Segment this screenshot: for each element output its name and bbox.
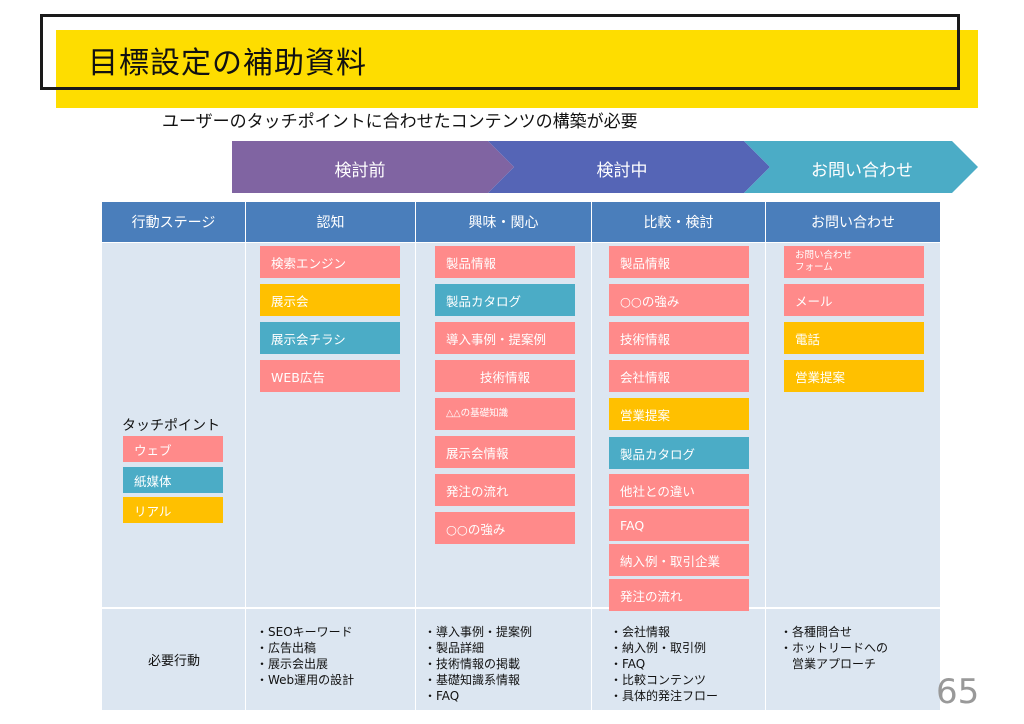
header-interest: 興味・関心: [416, 202, 592, 242]
touchpoint-tag: 展示会チラシ: [260, 322, 400, 354]
required-list: ・会社情報 ・納入例・取引例 ・FAQ ・比較コンテンツ ・具体的発注フロー: [610, 625, 719, 703]
touchpoint-label: タッチポイント: [122, 418, 220, 434]
header-comparison: 比較・検討: [592, 202, 766, 242]
page-title: 目標設定の補助資料: [88, 46, 367, 81]
touchpoint-tag: △△の基礎知識: [435, 398, 575, 430]
touchpoint-tag: 展示会: [260, 284, 400, 316]
touchpoint-tag: 納入例・取引企業: [609, 544, 749, 576]
required-cell-interest: [416, 609, 592, 710]
touchpoint-cell-stage: [102, 243, 246, 607]
header-stage: 行動ステージ: [102, 202, 246, 242]
touchpoint-tag: 技術情報: [435, 360, 575, 392]
required-cell-inquiry: [766, 609, 940, 710]
phase-label-1: 検討前: [334, 161, 386, 181]
touchpoint-tag: 発注の流れ: [609, 579, 749, 611]
touchpoint-tag: ○○の強み: [609, 284, 749, 316]
required-list: ・各種問合せ ・ホットリードへの 営業アプローチ: [780, 625, 889, 671]
touchpoint-tag: 製品情報: [609, 246, 749, 278]
touchpoint-tag: 電話: [784, 322, 924, 354]
legend-real: リアル: [123, 497, 223, 523]
touchpoint-tag: お問い合わせ フォーム: [784, 246, 924, 278]
touchpoint-tag: 技術情報: [609, 322, 749, 354]
required-cell-awareness: [246, 609, 416, 710]
touchpoint-tag: 製品カタログ: [435, 284, 575, 316]
touchpoint-tag: 発注の流れ: [435, 474, 575, 506]
title-bar: [56, 30, 978, 108]
subtitle: ユーザーのタッチポイントに合わせたコンテンツの構築が必要: [162, 112, 638, 132]
touchpoint-tag: WEB広告: [260, 360, 400, 392]
phase-label-2: 検討中: [596, 161, 648, 181]
touchpoint-tag: 製品カタログ: [609, 437, 749, 469]
touchpoint-tag: FAQ: [609, 509, 749, 541]
required-list: ・SEOキーワード ・広告出稿 ・展示会出展 ・Web運用の設計: [256, 625, 355, 687]
header-inquiry: お問い合わせ: [766, 202, 940, 242]
page-number: 65: [936, 672, 980, 712]
required-cell-stage: [102, 609, 246, 710]
touchpoint-tag: 会社情報: [609, 360, 749, 392]
touchpoint-tag: メール: [784, 284, 924, 316]
touchpoint-tag: 営業提案: [784, 360, 924, 392]
phase-arrow-1: [232, 141, 514, 193]
phase-label-3: お問い合わせ: [811, 161, 913, 181]
touchpoint-tag: 導入事例・提案例: [435, 322, 575, 354]
title-frame: [40, 14, 960, 90]
header-awareness: 認知: [246, 202, 416, 242]
touchpoint-tag: ○○の強み: [435, 512, 575, 544]
touchpoint-tag: 製品情報: [435, 246, 575, 278]
legend-paper: 紙媒体: [123, 467, 223, 493]
touchpoint-tag: 展示会情報: [435, 436, 575, 468]
touchpoint-tag: 他社との違い: [609, 474, 749, 506]
phase-arrow-3: [744, 141, 978, 193]
phase-arrow-2: [488, 141, 770, 193]
required-label: 必要行動: [147, 654, 200, 669]
required-list: ・導入事例・提案例 ・製品詳細 ・技術情報の掲載 ・基礎知識系情報 ・FAQ: [424, 625, 533, 703]
phase-arrows: [232, 141, 978, 193]
touchpoint-tag: 営業提案: [609, 398, 749, 430]
touchpoint-tag: 検索エンジン: [260, 246, 400, 278]
legend-web: ウェブ: [123, 436, 223, 462]
required-cell-comparison: [592, 609, 766, 710]
